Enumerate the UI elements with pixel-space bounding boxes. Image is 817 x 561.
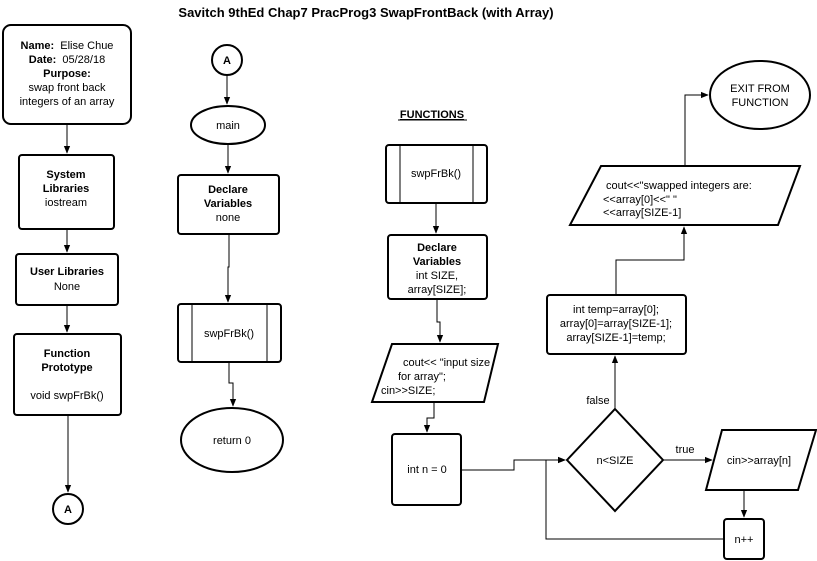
system-libraries-box: System Libraries iostream	[18, 154, 115, 230]
main-declare-box: Declare Variables none	[177, 174, 280, 235]
edge-increment-loop-back	[545, 456, 724, 540]
false-label: false	[586, 395, 609, 407]
function-prototype-title-1: Function	[44, 348, 91, 360]
swap-line-1: int temp=array[0];	[573, 304, 659, 316]
function-declare-line-1: int SIZE,	[416, 270, 458, 282]
system-libraries-title-2: Libraries	[43, 183, 89, 195]
function-declare-box: Declare Variables int SIZE, array[SIZE];	[387, 234, 488, 300]
edge-declare-to-call	[224, 234, 232, 303]
edge-output-to-exit	[684, 91, 709, 166]
edge-fn-declare-to-input	[436, 299, 444, 343]
read-element-parallelogram: cin>>array[n]	[704, 429, 817, 491]
output-parallelogram: cout<<"swapped integers are: <<array[0]<…	[568, 165, 802, 226]
function-prototype-title-2: Prototype	[41, 362, 92, 374]
name-label: Name:	[21, 40, 55, 52]
function-name-process: swpFrBk()	[385, 144, 488, 204]
edge-input-to-init	[423, 402, 435, 433]
main-end-terminal: return 0	[180, 407, 284, 473]
edge-init-to-condition	[461, 456, 566, 471]
increment-box: n++	[723, 518, 765, 560]
date-value: 05/28/18	[62, 54, 105, 66]
input-size-line-1: cout<< "input size	[403, 357, 490, 369]
swap-process-box: int temp=array[0]; array[0]=array[SIZE-1…	[546, 294, 687, 355]
swap-line-3: array[SIZE-1]=temp;	[566, 332, 665, 344]
edge-swap-to-output	[615, 226, 688, 295]
svg-text:Name: Elise Chue: Name: Elise Chue	[21, 40, 114, 52]
functions-heading: FUNCTIONS	[398, 109, 467, 121]
main-end-label: return 0	[213, 435, 251, 447]
main-call-label: swpFrBk()	[204, 328, 254, 340]
system-libraries-title-1: System	[46, 169, 85, 181]
user-libraries-title: User Libraries	[30, 266, 104, 278]
init-counter-box: int n = 0	[391, 433, 462, 506]
svg-text:Date: 05/28/18: Date: 05/28/18	[29, 54, 105, 66]
exit-terminal: EXIT FROM FUNCTION	[709, 60, 811, 130]
function-declare-title-1: Declare	[417, 242, 457, 254]
input-size-line-2: for array";	[398, 371, 446, 383]
main-start-terminal: main	[190, 105, 266, 145]
output-line-3: <<array[SIZE-1]	[603, 207, 681, 219]
true-label: true	[676, 444, 695, 456]
connector-a-bottom: A	[52, 493, 84, 525]
connector-a-top-label: A	[223, 55, 231, 67]
function-name-label: swpFrBk()	[411, 168, 461, 180]
system-libraries-value: iostream	[45, 197, 87, 209]
main-start-label: main	[216, 120, 240, 132]
swap-line-2: array[0]=array[SIZE-1];	[560, 318, 672, 330]
function-declare-title-2: Variables	[413, 256, 461, 268]
connector-a-bottom-label: A	[64, 504, 72, 516]
main-declare-value: none	[216, 212, 240, 224]
functions-heading-text: FUNCTIONS	[400, 109, 464, 121]
loop-condition-diamond: n<SIZE	[565, 407, 665, 513]
exit-line-1: EXIT FROM	[730, 83, 790, 95]
exit-line-2: FUNCTION	[732, 97, 789, 109]
function-prototype-box: Function Prototype void swpFrBk()	[13, 333, 122, 416]
purpose-label: Purpose:	[43, 68, 91, 80]
purpose-line-2: integers of an array	[20, 96, 115, 108]
edge-call-to-end	[228, 362, 237, 407]
connector-a-top: A	[211, 44, 243, 76]
read-element-label: cin>>array[n]	[727, 455, 791, 467]
date-label: Date:	[29, 54, 57, 66]
function-prototype-value: void swpFrBk()	[30, 390, 103, 402]
input-size-line-3: cin>>SIZE;	[381, 385, 435, 397]
main-call-process: swpFrBk()	[177, 303, 282, 363]
output-line-2: <<array[0]<<" "	[603, 194, 677, 206]
output-line-1: cout<<"swapped integers are:	[606, 180, 752, 192]
user-libraries-box: User Libraries None	[15, 253, 119, 306]
header-box: Name: Elise Chue Date: 05/28/18 Purpose:…	[2, 24, 132, 125]
increment-label: n++	[735, 534, 754, 546]
input-size-parallelogram: cout<< "input size for array"; cin>>SIZE…	[370, 343, 500, 403]
init-counter-label: int n = 0	[407, 464, 446, 476]
page-title: Savitch 9thEd Chap7 PracProg3 SwapFrontB…	[178, 5, 553, 20]
main-declare-title-1: Declare	[208, 184, 248, 196]
user-libraries-value: None	[54, 281, 80, 293]
loop-condition-label: n<SIZE	[597, 455, 634, 467]
name-value: Elise Chue	[60, 40, 113, 52]
main-declare-title-2: Variables	[204, 198, 252, 210]
function-declare-line-2: array[SIZE];	[408, 284, 467, 296]
purpose-line-1: swap front back	[28, 82, 106, 94]
